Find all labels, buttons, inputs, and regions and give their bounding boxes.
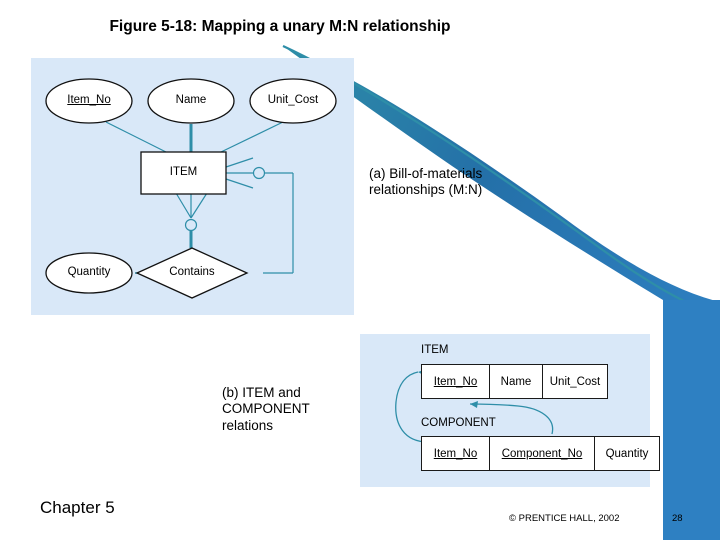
relation-table-item: Item_No Name Unit_Cost (421, 364, 608, 399)
caption-a-line1: (a) Bill-of-materials (369, 166, 483, 181)
relation-cell-item-unit-cost: Unit_Cost (549, 375, 601, 388)
footer-page-number: 28 (672, 513, 683, 524)
caption-b-line2: COMPONENT (222, 401, 310, 417)
er-diagram-shapes (45, 78, 337, 299)
entity-box-item (140, 151, 227, 195)
caption-b-line3: relations (222, 417, 274, 433)
footer-copyright: © PRENTICE HALL, 2002 (509, 513, 620, 524)
crowfoot-right-a (225, 157, 254, 168)
ellipse-unit-cost (249, 78, 337, 124)
footer-chapter: Chapter 5 (40, 498, 115, 517)
relation-cell-component-item-no: Item_No (422, 437, 490, 470)
relation-title-component: COMPONENT (421, 417, 496, 429)
relation-table-component: Item_No Component_No Quantity (421, 436, 660, 471)
relationship-diamond-contains (135, 247, 249, 299)
relation-cell-component-quantity: Quantity (605, 447, 649, 460)
swoosh-right-band (663, 300, 720, 540)
edge-itemno-item (105, 121, 167, 153)
crowfoot-bottom-c (190, 192, 208, 219)
optional-circle-right (252, 166, 266, 180)
caption-b: (b) ITEM and COMPONENT relations (222, 385, 362, 434)
ellipse-name (147, 78, 235, 124)
relation-cell-item-name: Name (490, 365, 543, 398)
crowfoot-right-c (225, 178, 254, 189)
ellipse-quantity (45, 252, 133, 294)
er-diagram: Item_No Name Unit_Cost ITEM Quantity Con… (31, 58, 354, 315)
optional-circle-bottom (184, 218, 198, 232)
relation-title-item: ITEM (421, 344, 449, 356)
relation-cell-component-component-no: Component_No (490, 437, 595, 470)
edge-unitcost-item (220, 121, 284, 153)
caption-b-line1: (b) ITEM and (222, 385, 301, 400)
page-title: Figure 5-18: Mapping a unary M:N relatio… (109, 18, 451, 35)
relation-cell-item-item-no: Item_No (422, 365, 490, 398)
caption-a-line2: relationships (M:N) (369, 182, 483, 198)
ellipse-item-no (45, 78, 133, 124)
caption-a: (a) Bill-of-materials relationships (M:N… (369, 166, 544, 199)
crowfoot-bottom-a (175, 192, 192, 219)
